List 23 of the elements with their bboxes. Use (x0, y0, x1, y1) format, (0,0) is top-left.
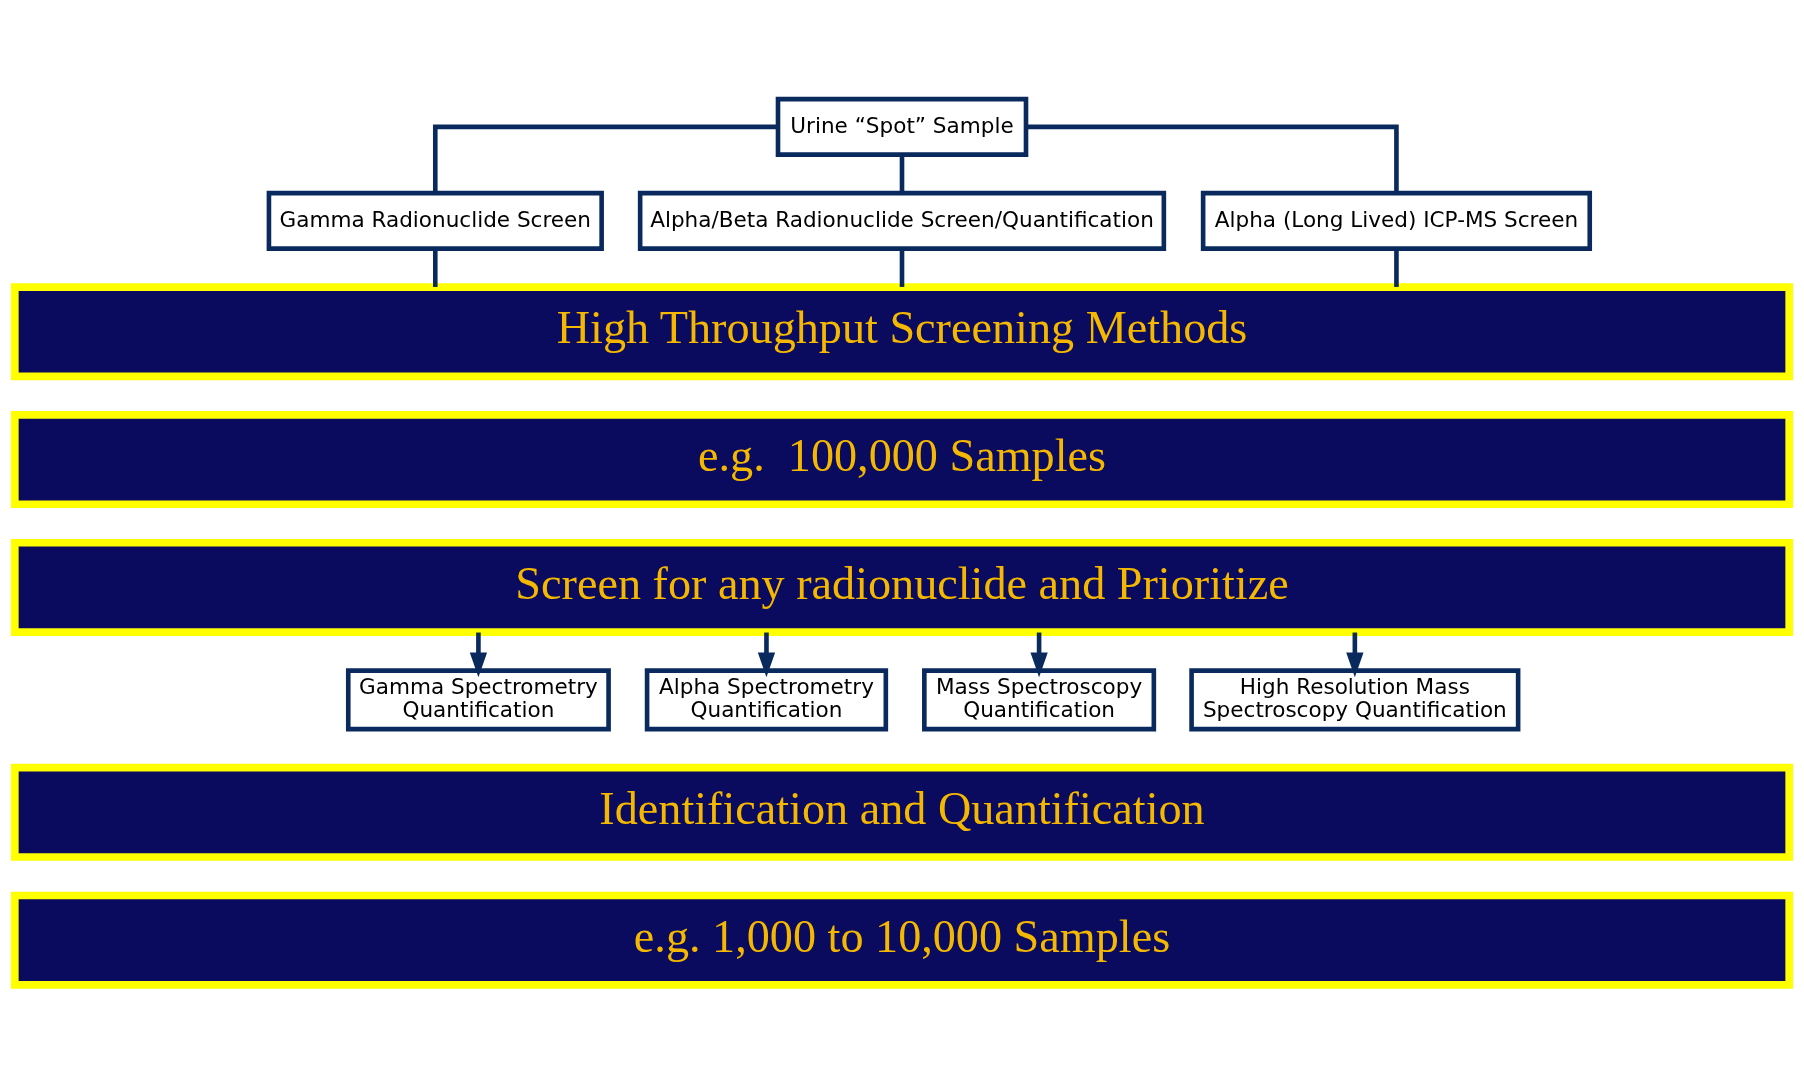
node-box: Identification and Quantification (10, 763, 1794, 861)
node-box: Alpha (Long Lived) ICP-MS Screen (1200, 190, 1593, 251)
arrow (757, 632, 776, 678)
arrow (469, 632, 488, 678)
arrow (1030, 632, 1048, 678)
node-box: High Throughput Screening Methods (10, 283, 1794, 381)
node-box: Mass Spectroscopy Quantification (922, 668, 1157, 732)
connector (1026, 124, 1399, 193)
node-box: e.g. 100,000 Samples (10, 411, 1794, 509)
connector (433, 248, 438, 287)
node-box: Urine “Spot” Sample (775, 96, 1029, 157)
node-box: Gamma Spectrometry Quantification (345, 668, 611, 732)
node-box: High Resolution Mass Spectroscopy Quantification (1189, 668, 1521, 732)
node-box: Gamma Radionuclide Screen (266, 190, 604, 251)
node-box: e.g. 1,000 to 10,000 Samples (10, 891, 1794, 989)
node-box: Alpha Spectrometry Quantification (644, 668, 889, 732)
connector (899, 155, 905, 193)
connector (899, 248, 905, 287)
arrow (1346, 632, 1364, 678)
node-box: Screen for any radionuclide and Prioritize (10, 538, 1794, 636)
connector (1394, 248, 1399, 287)
connector (433, 124, 778, 193)
node-box: Alpha/Beta Radionuclide Screen/Quantification (637, 190, 1167, 251)
